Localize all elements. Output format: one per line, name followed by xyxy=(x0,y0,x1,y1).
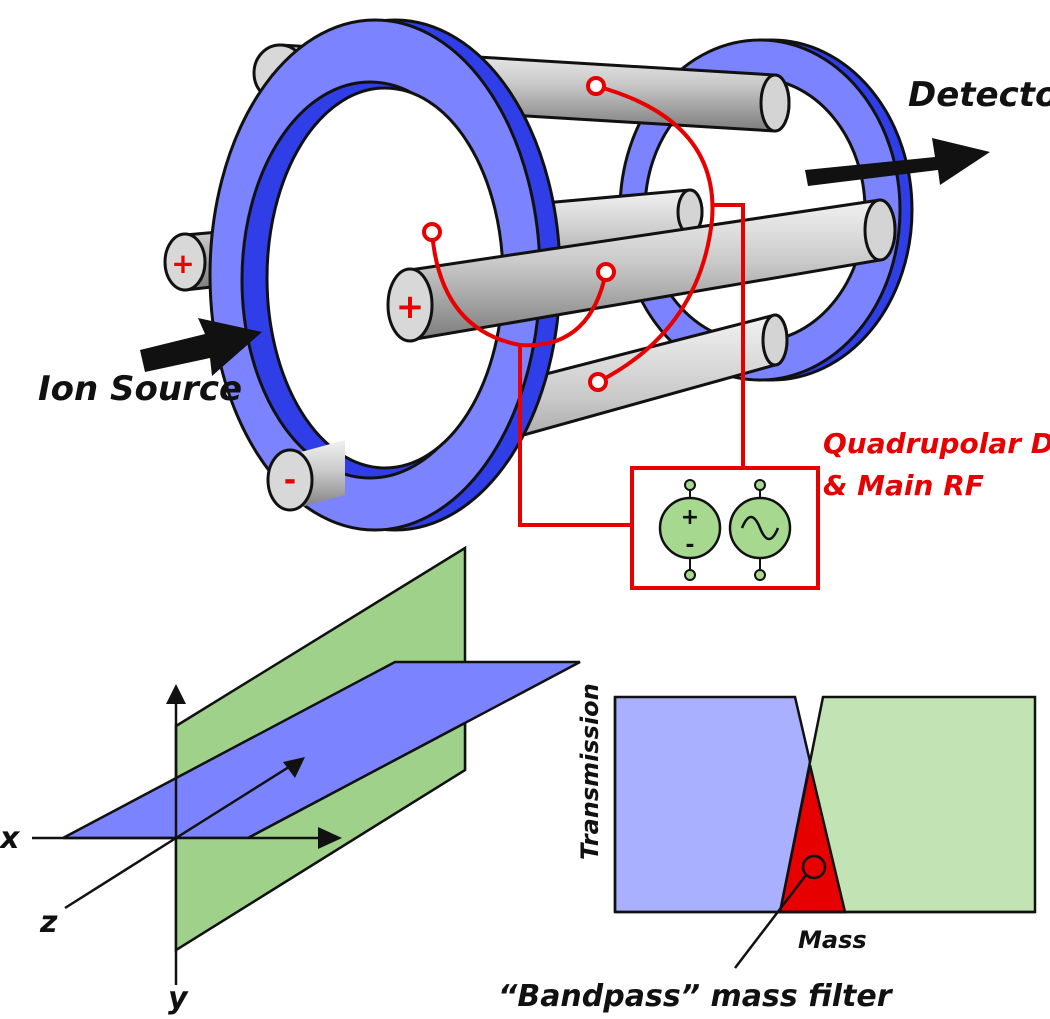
supply-minus: - xyxy=(685,533,694,558)
rod-bottom-sign: - xyxy=(284,463,296,498)
circuit-wires xyxy=(422,76,745,527)
ion-source-label: Ion Source xyxy=(38,369,242,409)
ac-source-icon xyxy=(728,479,792,581)
y-axis-arrow-icon xyxy=(166,684,186,704)
planes-diagram: x z y xyxy=(0,545,581,1016)
dc-source-icon: + - xyxy=(658,479,722,581)
axes xyxy=(32,700,330,985)
axis-x-label: x xyxy=(0,821,21,856)
rod-bottom-end: - xyxy=(266,440,345,512)
arrow-in-icon xyxy=(140,318,262,376)
axis-z-label: z xyxy=(39,905,58,940)
front-ring xyxy=(208,18,562,532)
z-axis-arrow-icon xyxy=(283,757,305,778)
supply-plus: + xyxy=(681,505,699,530)
mass-label: Mass xyxy=(798,926,867,954)
transmission-label: Transmission xyxy=(576,683,604,860)
arrow-out-icon xyxy=(805,138,990,186)
x-axis-arrow-icon xyxy=(318,827,342,849)
bandpass-diagram: Transmission Mass “Bandpass” mass filter xyxy=(498,683,1037,1014)
bandpass-label: “Bandpass” mass filter xyxy=(498,979,894,1014)
quadrupole-assembly: - + + - xyxy=(38,18,1050,590)
power-supply-label-line1: Quadrupolar DC xyxy=(823,427,1050,460)
axis-y-label: y xyxy=(168,981,189,1016)
power-supply: + - xyxy=(630,466,820,590)
rod-left-sign: + xyxy=(171,247,194,280)
rod-front: + xyxy=(386,198,897,343)
rod-front-sign: + xyxy=(396,287,425,327)
detector-label: Detector xyxy=(908,75,1050,115)
power-supply-label-line2: & Main RF xyxy=(823,469,984,502)
